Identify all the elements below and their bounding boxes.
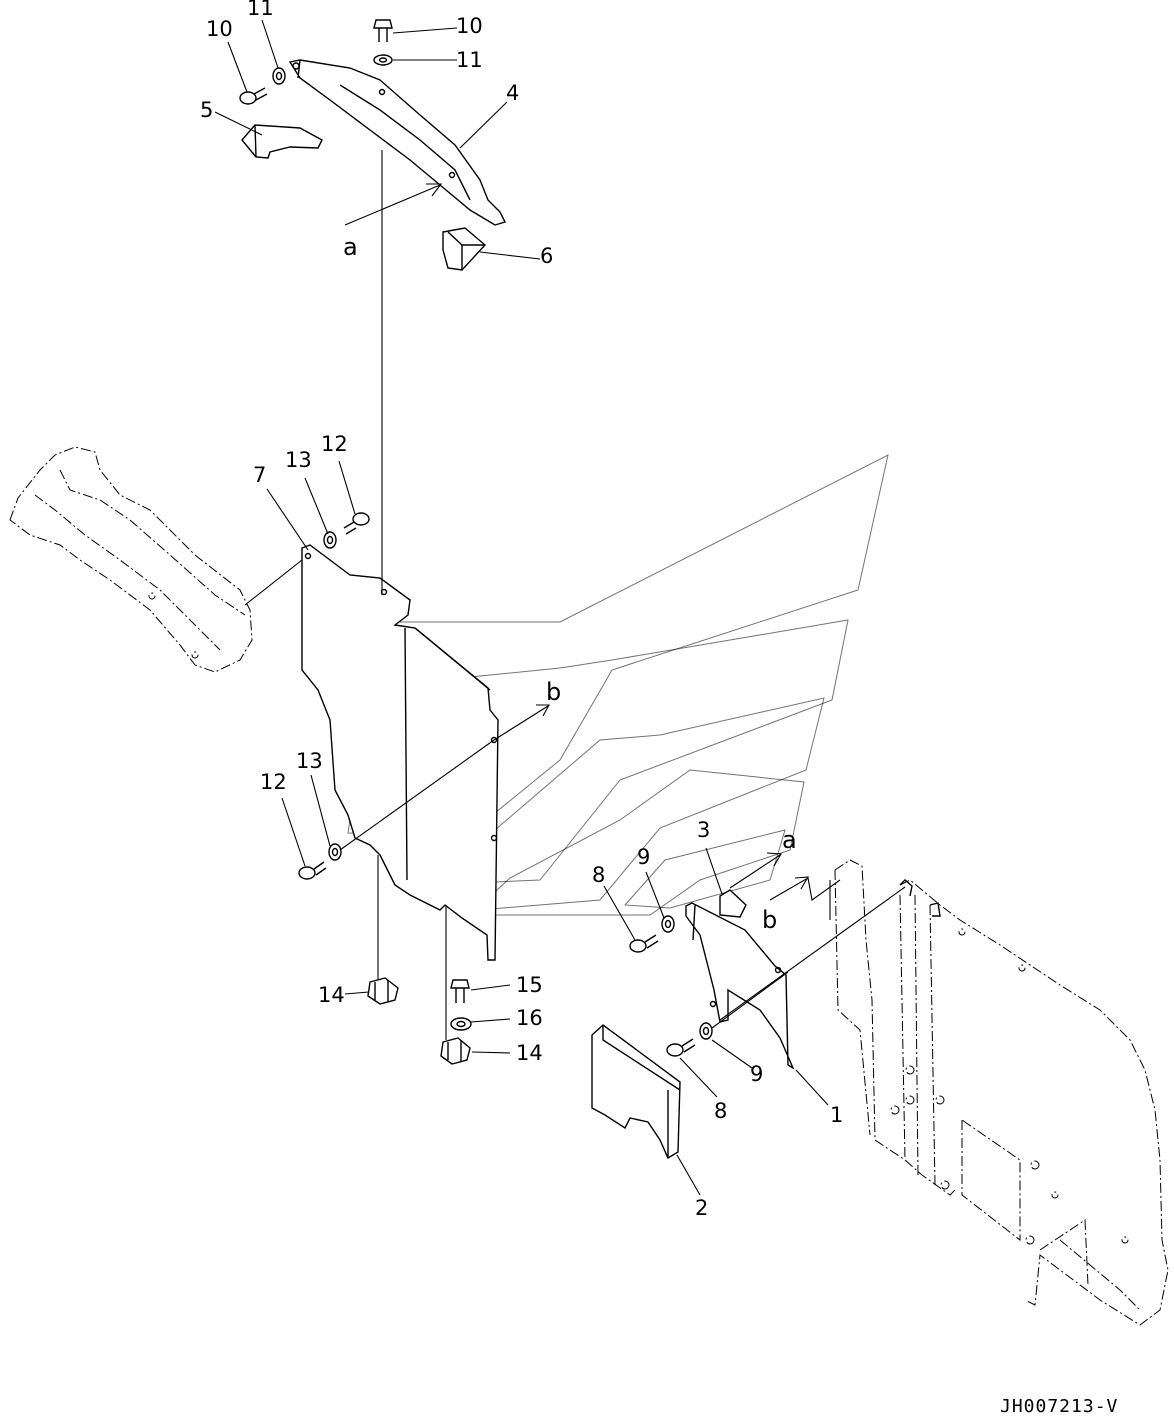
bolt-8-lower <box>666 1038 696 1057</box>
ref-b-middle: b <box>546 678 561 706</box>
washer-9-upper <box>661 915 675 933</box>
part-2-block <box>591 1024 681 1160</box>
ref-b-right: b <box>762 906 777 934</box>
bolt-10-left <box>239 87 268 105</box>
washer-13-lower <box>328 843 342 861</box>
label-part-3: 3 <box>697 818 710 842</box>
washer-11-top <box>373 54 393 66</box>
label-part-9-lower: 9 <box>750 1062 763 1086</box>
clip-14-right <box>440 1037 471 1065</box>
reference-letters: a b a b <box>343 233 797 934</box>
bolt-10-top <box>373 19 393 42</box>
washer-16 <box>450 1017 472 1031</box>
ref-a-top: a <box>343 233 358 261</box>
label-part-11-left: 11 <box>247 0 274 20</box>
label-part-2: 2 <box>695 1196 708 1220</box>
part-4-bracket <box>288 59 506 226</box>
part-3-pad <box>719 889 747 918</box>
label-part-6: 6 <box>540 244 553 268</box>
label-part-9-upper: 9 <box>637 845 650 869</box>
washer-13-upper <box>323 531 337 549</box>
bolt-8-upper <box>629 934 659 953</box>
left-frame-phantom <box>9 446 253 673</box>
label-part-8-lower: 8 <box>714 1099 727 1123</box>
part-number-labels: 10 11 10 11 4 5 6 7 13 12 13 12 14 15 16… <box>200 0 843 1220</box>
washer-9-lower <box>699 1022 713 1040</box>
part-5-pad <box>241 124 323 159</box>
label-part-10-top: 10 <box>456 14 483 38</box>
bolt-12-lower <box>298 861 327 880</box>
part-6-block <box>442 227 487 271</box>
label-part-5: 5 <box>200 98 213 122</box>
clip-14-left <box>367 977 399 1005</box>
label-part-13-lower: 13 <box>296 749 323 773</box>
label-part-14-left: 14 <box>318 983 345 1007</box>
label-part-4: 4 <box>506 81 519 105</box>
connection-lines <box>244 150 906 1040</box>
drawing-code: JH007213-V <box>1000 1396 1118 1417</box>
label-part-12-upper: 12 <box>321 432 348 456</box>
leader-lines <box>214 19 829 1196</box>
label-part-10-left: 10 <box>206 17 233 41</box>
label-part-12-lower: 12 <box>260 770 287 794</box>
label-part-7: 7 <box>253 463 266 487</box>
label-part-11-top: 11 <box>456 48 483 72</box>
washer-11-left <box>272 67 286 85</box>
label-part-16: 16 <box>516 1006 543 1030</box>
bolt-15 <box>450 979 470 1003</box>
label-part-1: 1 <box>830 1103 843 1127</box>
label-part-15: 15 <box>516 973 543 997</box>
ref-a-right: a <box>782 826 797 854</box>
right-frame-phantom <box>834 859 1169 1326</box>
label-part-8-upper: 8 <box>592 863 605 887</box>
label-part-13-upper: 13 <box>285 448 312 472</box>
part-1-bracket <box>685 902 795 1070</box>
part-7-panel <box>301 544 499 961</box>
bolt-12-upper <box>343 512 370 535</box>
label-part-14-right: 14 <box>516 1041 543 1065</box>
